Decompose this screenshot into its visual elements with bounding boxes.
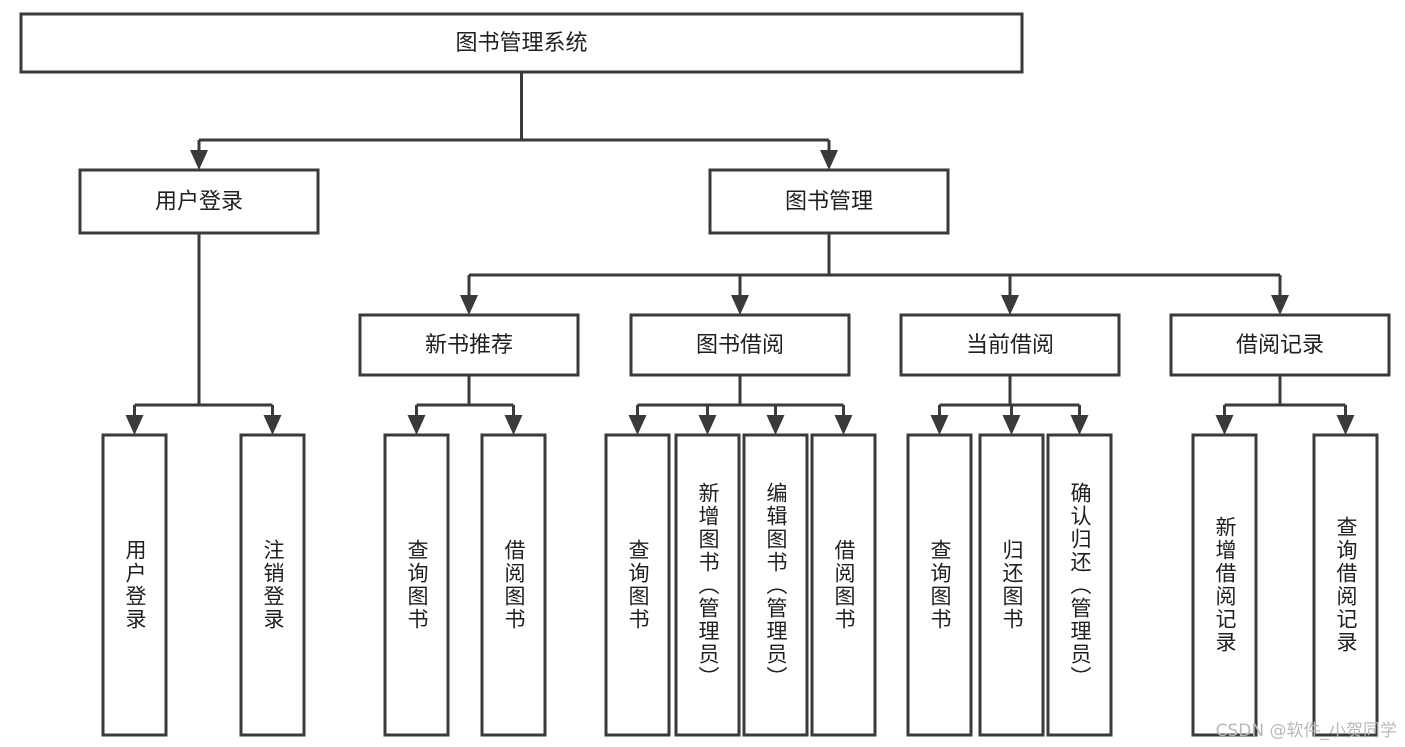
arrow-down-icon-level3-新书推荐 <box>460 295 478 315</box>
node-box-layer <box>19 12 1391 737</box>
arrow-down-icon-leaf-新书推荐-1 <box>504 415 523 435</box>
level3-node-图书借阅-label: 图书借阅 <box>696 333 784 358</box>
root-node-label: 图书管理系统 <box>455 31 587 56</box>
leaf-node-查询图书-box[interactable] <box>604 433 671 737</box>
arrow-down-icon-leaf-新书推荐-0 <box>407 415 426 435</box>
arrow-down-icon-leaf-图书借阅-2 <box>766 415 785 435</box>
arrow-down-icon-level2-图书管理 <box>820 150 838 170</box>
leaf-node-查询图书-box[interactable] <box>906 433 973 737</box>
level2-node-用户登录-box[interactable] <box>78 168 320 235</box>
level3-node-当前借阅-box[interactable] <box>899 313 1121 377</box>
arrow-down-icon-level3-借阅记录 <box>1271 295 1289 315</box>
arrow-down-icon-leaf-用户登录-1 <box>263 415 282 435</box>
leaf-node-新增图书管理员-box[interactable] <box>674 433 741 737</box>
arrow-down-icon-leaf-借阅记录-0 <box>1215 415 1234 435</box>
level3-node-当前借阅-label: 当前借阅 <box>966 333 1054 358</box>
leaf-node-借阅图书-box[interactable] <box>480 433 547 737</box>
arrow-down-icon-leaf-用户登录-0 <box>125 415 144 435</box>
leaf-node-注销登录-box[interactable] <box>239 433 306 737</box>
arrow-down-icon-leaf-图书借阅-3 <box>834 415 853 435</box>
level3-node-新书推荐-label: 新书推荐 <box>425 333 513 358</box>
level3-node-图书借阅-box[interactable] <box>629 313 851 377</box>
leaf-node-用户登录-box[interactable] <box>101 433 168 737</box>
level3-node-借阅记录-label: 借阅记录 <box>1236 333 1324 358</box>
arrow-down-icon-leaf-图书借阅-0 <box>628 415 647 435</box>
arrow-down-icon-leaf-当前借阅-2 <box>1070 415 1089 435</box>
leaf-node-查询图书-box[interactable] <box>383 433 450 737</box>
arrow-down-icon-level3-当前借阅 <box>1001 295 1019 315</box>
leaf-node-新增借阅记录-box[interactable] <box>1191 433 1258 737</box>
level3-node-新书推荐-box[interactable] <box>358 313 580 377</box>
root-node-box[interactable] <box>19 12 1024 74</box>
leaf-node-借阅图书-box[interactable] <box>810 433 877 737</box>
level3-node-借阅记录-box[interactable] <box>1169 313 1391 377</box>
leaf-node-查询借阅记录-box[interactable] <box>1312 433 1379 737</box>
arrow-down-icon-leaf-借阅记录-1 <box>1336 415 1355 435</box>
watermark-text: CSDN @软件_小贺同学 <box>1215 721 1397 741</box>
arrow-down-icon-level3-图书借阅 <box>731 295 749 315</box>
arrow-down-icon-leaf-当前借阅-0 <box>930 415 949 435</box>
level2-node-图书管理-label: 图书管理 <box>785 190 873 215</box>
arrow-down-icon-level2-用户登录 <box>190 150 208 170</box>
level2-node-用户登录-label: 用户登录 <box>155 190 243 215</box>
connector-layer <box>125 72 1355 435</box>
leaf-node-编辑图书管理员-box[interactable] <box>742 433 809 737</box>
arrow-down-icon-leaf-当前借阅-1 <box>1002 415 1021 435</box>
leaf-node-确认归还管理员-box[interactable] <box>1046 433 1113 737</box>
level2-node-图书管理-box[interactable] <box>708 168 950 235</box>
leaf-node-归还图书-box[interactable] <box>978 433 1045 737</box>
arrow-down-icon-leaf-图书借阅-1 <box>698 415 717 435</box>
